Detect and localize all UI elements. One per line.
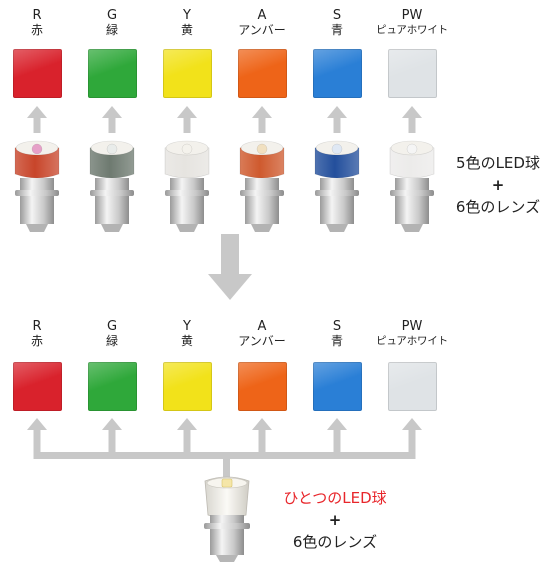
color-code: S	[332, 8, 342, 23]
top-caption-line1: 5色のLED球	[456, 154, 540, 172]
top-lens-g	[87, 49, 137, 98]
bottom-lens-r	[12, 362, 62, 411]
bottom-lens-a	[237, 362, 287, 411]
top-led-bulb-g	[89, 140, 135, 232]
top-arrow-up-4-shaft	[333, 115, 341, 133]
color-name: 緑	[105, 23, 118, 37]
top-arrow-up-1-head	[102, 106, 122, 118]
color-name: 赤	[30, 23, 43, 37]
top-lens-a	[237, 49, 287, 98]
top-arrow-up-2-head	[177, 106, 197, 118]
bottom-lens-s	[312, 362, 362, 411]
color-name: アンバー	[238, 334, 286, 348]
top-led-bulb-s	[314, 140, 360, 232]
top-lens-y	[162, 49, 212, 98]
top-lens-s	[312, 49, 362, 98]
bottom-caption-line1: ひとつのLED球	[283, 489, 387, 507]
top-arrow-up-3-shaft	[258, 115, 266, 133]
bottom-arrow-up-3-head	[252, 418, 272, 430]
bottom-arrow-up-0-head	[27, 418, 47, 430]
bottom-arrow-up-3-shaft	[258, 427, 266, 457]
color-code: PW	[401, 8, 423, 23]
color-name: 黄	[180, 334, 193, 348]
bottom-arrow-up-5-head	[402, 418, 422, 430]
color-code: G	[106, 8, 118, 23]
bottom-arrow-up-1-shaft	[108, 427, 116, 457]
bottom-lens-g	[87, 362, 137, 411]
top-caption-line3: 6色のレンズ	[455, 198, 541, 216]
bottom-arrow-up-4-head	[327, 418, 347, 430]
top-lens-pw	[387, 49, 437, 98]
color-code: S	[332, 319, 342, 334]
top-arrow-up-3-head	[252, 106, 272, 118]
down-arrow-icon	[208, 234, 252, 300]
bottom-caption: ひとつのLED球 + 6色のレンズ	[260, 487, 410, 553]
top-led-bulb-r	[14, 140, 60, 232]
color-code: A	[257, 319, 267, 334]
bottom-arrow-up-0-shaft	[33, 427, 41, 457]
bottom-lens-pw	[387, 362, 437, 411]
bottom-arrow-up-5-shaft	[408, 427, 416, 457]
color-name: ピュアホワイト	[376, 24, 448, 36]
color-code: PW	[401, 319, 423, 334]
bottom-caption-line2: +	[328, 511, 342, 529]
top-arrow-up-2-shaft	[183, 115, 191, 133]
bottom-lens-y	[162, 362, 212, 411]
color-name: アンバー	[238, 23, 286, 37]
top-led-bulb-y	[164, 140, 210, 232]
top-arrow-up-4-head	[327, 106, 347, 118]
single-led-bulb	[204, 476, 250, 562]
top-caption-line2: +	[491, 176, 505, 194]
color-name: 青	[330, 23, 343, 37]
top-arrow-up-1-shaft	[108, 115, 116, 133]
top-arrow-up-0-head	[27, 106, 47, 118]
top-arrow-up-5-head	[402, 106, 422, 118]
top-led-bulb-pw	[389, 140, 435, 232]
color-name: 赤	[30, 334, 43, 348]
color-code: Y	[183, 8, 191, 23]
color-name: 緑	[105, 334, 118, 348]
top-arrow-up-0-shaft	[33, 115, 41, 133]
top-arrow-up-5-shaft	[408, 115, 416, 133]
color-name: 青	[330, 334, 343, 348]
bottom-arrow-up-4-shaft	[333, 427, 341, 457]
top-caption: 5色のLED球 + 6色のレンズ	[440, 152, 556, 218]
color-name: ピュアホワイト	[376, 335, 448, 347]
color-code: A	[257, 8, 267, 23]
color-code: R	[32, 319, 42, 334]
bottom-caption-line3: 6色のレンズ	[292, 533, 378, 551]
color-code: Y	[183, 319, 191, 334]
top-led-bulb-a	[239, 140, 285, 232]
top-lens-r	[12, 49, 62, 98]
bottom-arrow-up-1-head	[102, 418, 122, 430]
bottom-arrow-up-2-head	[177, 418, 197, 430]
color-name: 黄	[180, 23, 193, 37]
color-code: G	[106, 319, 118, 334]
distribution-stem	[223, 452, 230, 478]
color-code: R	[32, 8, 42, 23]
bottom-arrow-up-2-shaft	[183, 427, 191, 457]
